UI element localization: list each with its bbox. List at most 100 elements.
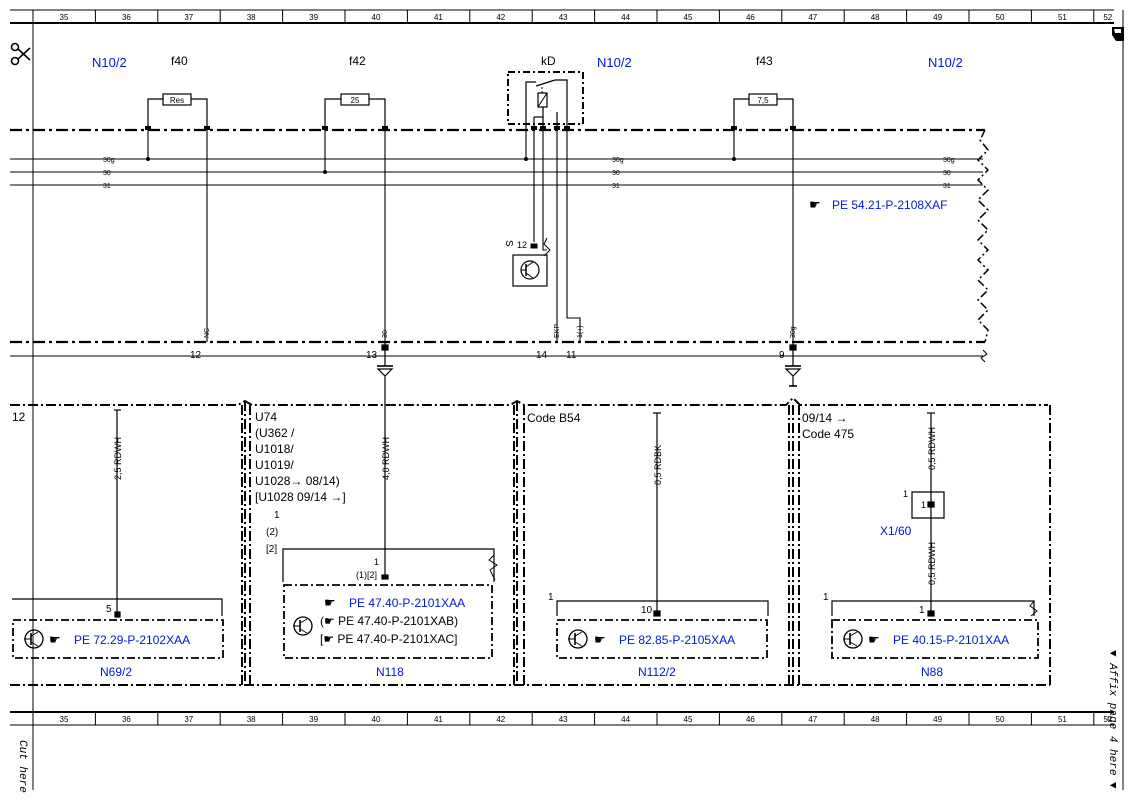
ruler-bottom-tick-label: 51 <box>1058 715 1067 724</box>
ruler-top-tick-label: 50 <box>996 13 1005 22</box>
ruler-bottom-tick-label: 42 <box>496 715 505 724</box>
n69-wire <box>12 409 224 659</box>
pin-30-label: 30 <box>382 330 389 338</box>
n118-ref3[interactable]: [☛ PE 47.40-P-2101XAC] <box>320 632 458 646</box>
fuse-f40-rating: Res <box>170 96 184 105</box>
lower-modules <box>10 396 1051 686</box>
ruler-top-tick-label: 52 <box>1103 13 1112 22</box>
ref-n10[interactable]: PE 54.21-P-2108XAF <box>832 198 947 212</box>
bus-31-label-2: 31 <box>612 183 620 190</box>
n69-pin: 5 <box>106 604 112 615</box>
ruler-bottom-tick-label: 41 <box>434 715 443 724</box>
pin-13: 13 <box>366 350 378 361</box>
ruler-bottom-tick-label: 44 <box>621 715 630 724</box>
ruler-top-tick-label: 48 <box>871 13 880 22</box>
pointing-hand-icon: ☛ <box>49 632 61 647</box>
ruler-top-tick-label: 38 <box>247 13 256 22</box>
ruler-bottom-tick-label: 50 <box>996 715 1005 724</box>
n88-x-pin-left: 1 <box>903 489 908 499</box>
n10-label-mid: N10/2 <box>597 55 632 70</box>
ruler-bottom-tick-label: 43 <box>559 715 568 724</box>
n69-transistor-icon <box>24 629 44 649</box>
ruler-bottom-tick-label: 40 <box>372 715 381 724</box>
n112-code: Code B54 <box>527 411 581 425</box>
ruler-top-tick-label: 41 <box>434 13 443 22</box>
ruler-bottom-tick-label: 37 <box>184 715 193 724</box>
module-break-top <box>976 129 990 343</box>
n118-ref2[interactable]: (☛ PE 47.40-P-2101XAB) <box>320 614 458 628</box>
ruler-top-tick-label: 35 <box>60 13 69 22</box>
scissors-icon <box>10 42 31 66</box>
n88-x-label: X1/60 <box>880 524 912 538</box>
ruler-bottom-tick-label: 49 <box>933 715 942 724</box>
n88-transistor-icon <box>843 629 863 649</box>
bus-break <box>980 349 988 363</box>
transistor-s-label: S <box>503 240 514 247</box>
n112-transistor-icon <box>568 629 588 649</box>
n118-wire <box>282 405 498 659</box>
n88-wire1-label: 0,5 RDWH <box>927 427 937 470</box>
n88-x-pin: 1 <box>921 500 926 510</box>
junction-dots <box>146 157 736 174</box>
n88-pin: 1 <box>919 605 925 616</box>
n118-pin-1: (2) <box>266 527 278 538</box>
ruler-bottom-tick-label: 35 <box>60 715 69 724</box>
fuse-f43 <box>733 93 794 128</box>
n112-wire-label: 0,5 RDBK <box>653 445 663 485</box>
n118-variant-1: (U362 / <box>255 426 295 440</box>
ruler-top-tick-label: 45 <box>684 13 693 22</box>
pointing-hand-icon: ☛ <box>324 595 336 610</box>
bus-30-label-2: 30 <box>612 170 620 177</box>
ruler-bottom-tick-label: 46 <box>746 715 755 724</box>
fuse-f43-rating: 7,5 <box>757 96 769 105</box>
bus-30-label-1: 30 <box>103 170 111 177</box>
n118-ref1[interactable]: PE 47.40-P-2101XAA <box>349 596 465 610</box>
n10-label-left: N10/2 <box>92 55 127 70</box>
n118-pin-sub: (1)[2] <box>356 570 377 580</box>
n118-pin-2: [2] <box>266 544 277 555</box>
fuse-f42-rating: 25 <box>351 96 360 105</box>
ruler-bottom-tick-label: 48 <box>871 715 880 724</box>
ruler-top-tick-label: 36 <box>122 13 131 22</box>
pin-nc-label: NC <box>204 328 211 338</box>
pin-ekp-label: EKP <box>554 324 561 338</box>
n88-ref[interactable]: PE 40.15-P-2101XAA <box>893 633 1009 647</box>
n118-pin-top: 1 <box>374 557 379 567</box>
n88-name: N88 <box>921 665 943 679</box>
n118-name: N118 <box>376 665 404 679</box>
fuse-f42-label: f42 <box>349 54 366 68</box>
ruler-top-tick-label: 40 <box>372 13 381 22</box>
ruler-bottom-tick-label: 45 <box>684 715 693 724</box>
n118-wire-label: 4,0 RDWH <box>381 437 391 480</box>
bus-30g-label-1: 30g <box>103 157 115 164</box>
ruler-bottom-tick-label: 47 <box>808 715 817 724</box>
n112-ref[interactable]: PE 82.85-P-2105XAA <box>619 633 735 647</box>
bus-31-label-3: 31 <box>943 183 951 190</box>
bus-30-label-3: 30 <box>943 170 951 177</box>
pin-9: 9 <box>779 350 785 361</box>
n118-variant-3: U1019/ <box>255 458 294 472</box>
n112-pin: 10 <box>641 605 653 616</box>
ruler-bottom-tick-label: 52 <box>1103 715 1112 724</box>
bus-30g-label-2: 30g <box>612 157 624 164</box>
fuse-f40 <box>147 93 208 128</box>
ruler-top-tick-label: 47 <box>808 13 817 22</box>
ruler-bottom-tick-label: 38 <box>247 715 256 724</box>
fuse-f40-label: f40 <box>171 54 188 68</box>
n69-ref[interactable]: PE 72.29-P-2102XAA <box>74 633 190 647</box>
fuse-f42 <box>324 93 386 128</box>
pin-14: 14 <box>536 350 548 361</box>
transistor-s-pin: 12 <box>517 240 527 250</box>
relay-kd-label: kD <box>541 54 556 68</box>
connector-9 <box>784 342 802 387</box>
ruler-top-tick-label: 51 <box>1058 13 1067 22</box>
n69-name: N69/2 <box>100 665 132 679</box>
n118-variants: U74 (U362 / U1018/ U1019/ U1028→ 08/14) … <box>255 410 346 555</box>
ruler-top-tick-label: 46 <box>746 13 755 22</box>
n88-code2: Code 475 <box>802 427 854 441</box>
cut-here-label: Cut here <box>16 740 28 793</box>
n10-label-right: N10/2 <box>928 55 963 70</box>
ruler-top-tick-label: 43 <box>559 13 568 22</box>
